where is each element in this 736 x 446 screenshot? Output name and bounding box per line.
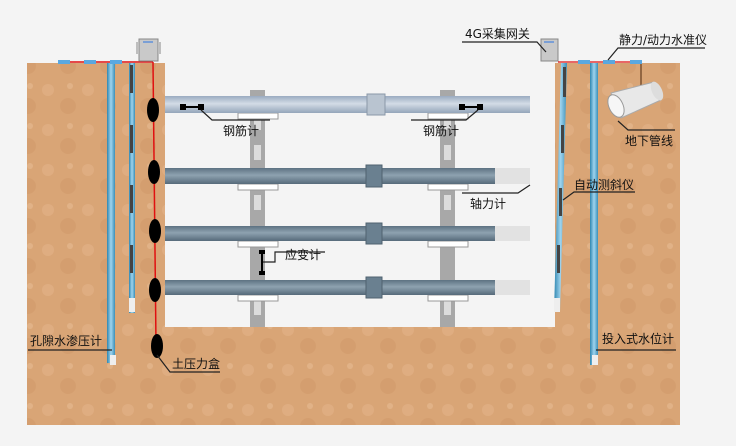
strut-2 xyxy=(165,164,530,188)
label-strain-gauge: 应变计 xyxy=(285,248,322,262)
label-pore-pressure: 孔隙水渗压计 xyxy=(30,334,103,348)
label-axial-force: 轴力计 xyxy=(470,197,507,211)
water-level-sensor xyxy=(592,355,598,365)
label-rebar-gauge-left: 钢筋计 xyxy=(223,124,260,138)
strut-brackets xyxy=(237,112,469,302)
label-gateway: 4G采集网关 xyxy=(465,27,530,41)
rebar-gauge-left xyxy=(180,104,204,110)
label-water-level: 投入式水位计 xyxy=(602,332,675,346)
label-level-gauge: 静力/动力水准仪 xyxy=(619,33,708,47)
strain-gauge xyxy=(259,250,265,275)
leader-lines xyxy=(28,41,705,373)
label-earth-pressure: 土压力盒 xyxy=(172,357,221,371)
strut-top xyxy=(165,93,530,116)
label-rebar-gauge-right: 钢筋计 xyxy=(423,124,460,138)
pore-pressure-sensor xyxy=(110,355,116,365)
pore-pressure-pipe xyxy=(107,63,115,363)
inclinometer-left xyxy=(129,63,135,313)
strut-4 xyxy=(165,276,530,299)
soil xyxy=(27,63,680,425)
strut-3 xyxy=(165,222,530,245)
gateway-right xyxy=(540,38,559,62)
water-level-pipe xyxy=(590,63,598,365)
level-gauge-right xyxy=(578,60,642,64)
underground-pipeline xyxy=(607,81,664,119)
rebar-gauge-right xyxy=(459,104,483,110)
gateway-left xyxy=(136,38,161,62)
level-gauge-left xyxy=(58,60,122,64)
label-pipeline: 地下管线 xyxy=(625,134,674,148)
label-inclinometer: 自动测斜仪 xyxy=(574,178,635,192)
earth-pressure-cells xyxy=(147,98,163,358)
column-right xyxy=(440,90,455,327)
inclinometer-right xyxy=(554,63,567,312)
